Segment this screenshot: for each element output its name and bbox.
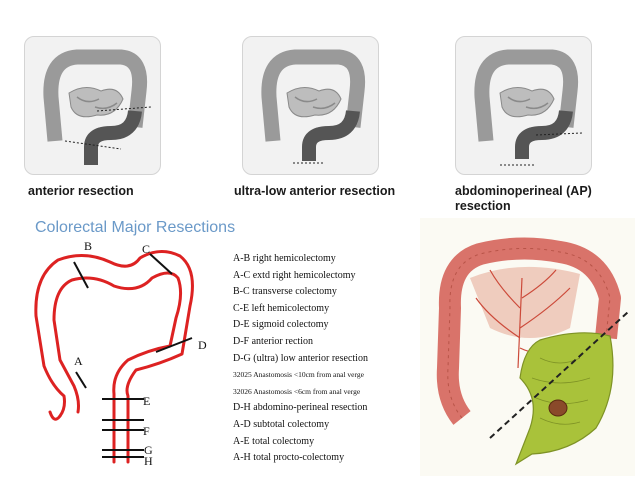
cut-line-b xyxy=(73,261,89,289)
anterior-resection-caption: anterior resection xyxy=(28,184,134,198)
legend-item: A-E total colectomy xyxy=(233,435,315,447)
colorectal-segment-diagram xyxy=(34,250,194,464)
cut-line-c xyxy=(149,253,173,275)
legend-item: A-D subtotal colectomy xyxy=(233,418,330,430)
legend-item: 32025 Anastomosis <10cm from anal verge xyxy=(233,370,364,380)
legend-item: A-B right hemicolectomy xyxy=(233,253,336,264)
caption-text: abdominoperineal (AP) resection xyxy=(455,184,592,213)
ultra-low-anterior-resection-caption: ultra-low anterior resection xyxy=(234,184,396,198)
legend-item: D-F anterior rection xyxy=(233,335,313,347)
resection-legend: A-B right hemicolectomy A-C extd right h… xyxy=(233,251,368,467)
cut-line-d xyxy=(155,337,193,353)
legend-item: A-H total procto-colectomy xyxy=(233,452,345,464)
legend-item: D-G (ultra) low anterior resection xyxy=(233,352,368,364)
abdominoperineal-resection-caption: abdominoperineal (AP) resection xyxy=(455,184,592,214)
segment-label-h: H xyxy=(144,454,153,468)
abdominoperineal-resection-panel xyxy=(455,36,592,175)
anatomical-colon-illustration xyxy=(420,218,635,476)
legend-item: D-H abdomino-perineal resection xyxy=(233,402,368,414)
cut-line-a xyxy=(75,371,87,389)
ultra-low-anterior-resection-panel xyxy=(242,36,379,175)
segment-label-c: C xyxy=(142,242,151,256)
segment-label-e: E xyxy=(143,394,151,408)
legend-item: D-E sigmoid colectomy xyxy=(233,319,329,331)
legend-item: B-C transverse colectomy xyxy=(233,286,337,298)
legend-item: 32026 Anastomosis <6cm from anal verge xyxy=(233,386,361,396)
segment-label-f: F xyxy=(143,424,150,438)
segment-label-g: G xyxy=(144,443,153,457)
segment-label-d: D xyxy=(198,338,207,352)
section-title: Colorectal Major Resections xyxy=(35,219,236,236)
legend-item: A-C extd right hemicolectomy xyxy=(233,269,356,281)
colon-illustration xyxy=(474,49,583,166)
segment-label-a: A xyxy=(74,354,83,368)
colon-illustration xyxy=(261,49,366,164)
legend-item: C-E left hemicolectomy xyxy=(233,302,330,314)
anterior-resection-panel xyxy=(24,36,161,175)
segment-label-b: B xyxy=(84,239,93,253)
colon-illustration xyxy=(43,49,152,165)
